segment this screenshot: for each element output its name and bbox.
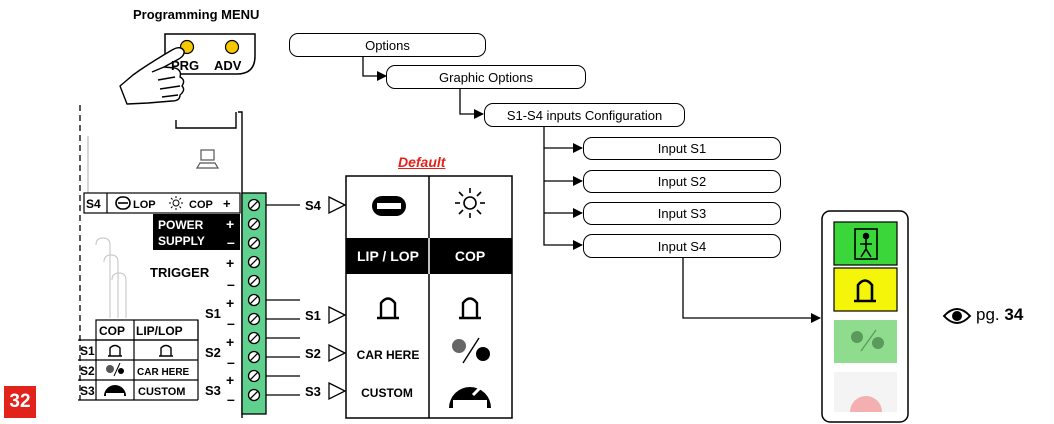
adv-button[interactable] — [224, 39, 240, 55]
default-table: LIP / LOP COP CAR HERE CUSTOM — [345, 175, 513, 419]
col-header-cop: COP — [455, 248, 485, 264]
mini-row-input: S1 — [80, 344, 95, 358]
default-row-input: S2 — [305, 346, 321, 361]
sun-icon — [455, 188, 485, 218]
triangle-markers — [328, 195, 347, 401]
default-car-here-label: CAR HERE — [357, 348, 420, 362]
minus-sign: – — [227, 354, 235, 370]
default-row-input: S3 — [305, 384, 321, 399]
plus-sign: + — [226, 334, 234, 350]
mini-row-input: S3 — [80, 384, 95, 398]
mini-header-lip-lop: LIP/LOP — [136, 324, 183, 338]
plus-sign: + — [226, 216, 234, 232]
programming-panel — [119, 33, 256, 105]
sun-icon — [169, 196, 183, 210]
col-header-lip-lop: LIP / LOP — [357, 248, 419, 264]
eye-icon — [942, 308, 972, 324]
supply-label: SUPPLY — [158, 234, 205, 248]
page-ref-number[interactable]: 34 — [1004, 305, 1024, 324]
call-voice-icon — [851, 329, 884, 352]
menu-graphic-options[interactable]: Graphic Options — [386, 65, 586, 89]
option-faded-call[interactable] — [834, 320, 897, 363]
bell-icon — [854, 279, 876, 303]
adv-label: ADV — [214, 58, 242, 73]
mini-row-lip-lop: CUSTOM — [138, 386, 185, 398]
power-label: POWER — [158, 218, 204, 232]
computer-icon — [195, 149, 220, 169]
cop-label: COP — [189, 199, 213, 211]
s4-board-label: S4 — [86, 197, 101, 211]
bell-icon — [377, 297, 481, 320]
icon-options-panel — [821, 210, 909, 423]
call-voice-icon — [106, 362, 124, 377]
mini-row-input: S2 — [80, 364, 95, 378]
mini-row-lip-lop: CAR HERE — [137, 367, 190, 378]
programming-menu-title: Programming MENU — [133, 7, 260, 22]
lop-label: LOP — [133, 199, 156, 211]
call-voice-icon — [452, 337, 490, 364]
prg-label: PRG — [171, 58, 200, 73]
minus-sign: – — [227, 391, 235, 407]
minus-sign: – — [227, 276, 235, 292]
plus-sign: + — [226, 295, 234, 311]
bell-icon — [108, 344, 173, 357]
input-row-labels: S4 S1 S2 S3 — [305, 198, 322, 399]
pointing-hand-icon — [119, 47, 185, 105]
menu-s1-s4-config[interactable]: S1-S4 inputs Configuration — [484, 103, 685, 127]
s3-board-label: S3 — [205, 383, 221, 398]
default-title: Default — [398, 154, 446, 170]
s2-board-label: S2 — [205, 345, 221, 360]
menu-input-s2[interactable]: Input S2 — [583, 170, 781, 193]
weight-icon — [449, 381, 491, 408]
plus-sign: + — [226, 255, 234, 271]
menu-options[interactable]: Options — [289, 33, 486, 57]
default-row-input: S1 — [305, 308, 321, 323]
default-row-input: S4 — [305, 198, 322, 213]
weight-icon — [104, 385, 126, 396]
menu-input-s3[interactable]: Input S3 — [583, 202, 781, 225]
terminal-block — [241, 192, 267, 415]
menu-input-s4[interactable]: Input S4 — [583, 234, 781, 258]
mini-header-cop: COP — [99, 324, 125, 338]
default-custom-label: CUSTOM — [361, 386, 413, 400]
page-number-badge: 32 — [4, 386, 36, 418]
weight-icon — [850, 396, 882, 412]
s1-board-label: S1 — [205, 306, 221, 321]
menu-input-s1[interactable]: Input S1 — [583, 137, 781, 160]
page-ref-prefix: pg. — [976, 305, 1000, 324]
minus-sign: – — [227, 234, 235, 250]
power-supply-block — [153, 214, 240, 250]
trigger-label: TRIGGER — [150, 265, 210, 280]
wires — [266, 204, 300, 396]
minus-sign: – — [227, 315, 235, 331]
s4-label-row: S4 LOP COP + — [83, 192, 241, 214]
menu-tree-lines — [362, 57, 821, 323]
plus-sign: + — [223, 196, 231, 211]
mini-table: COP LIP/LOP S1 S2 S3 CAR HERE CUSTOM — [78, 319, 199, 401]
page-ref: pg. 34 — [976, 305, 1023, 325]
running-person-icon — [854, 228, 878, 260]
plus-sign: + — [226, 372, 234, 388]
option-yellow-bell[interactable] — [833, 267, 898, 312]
